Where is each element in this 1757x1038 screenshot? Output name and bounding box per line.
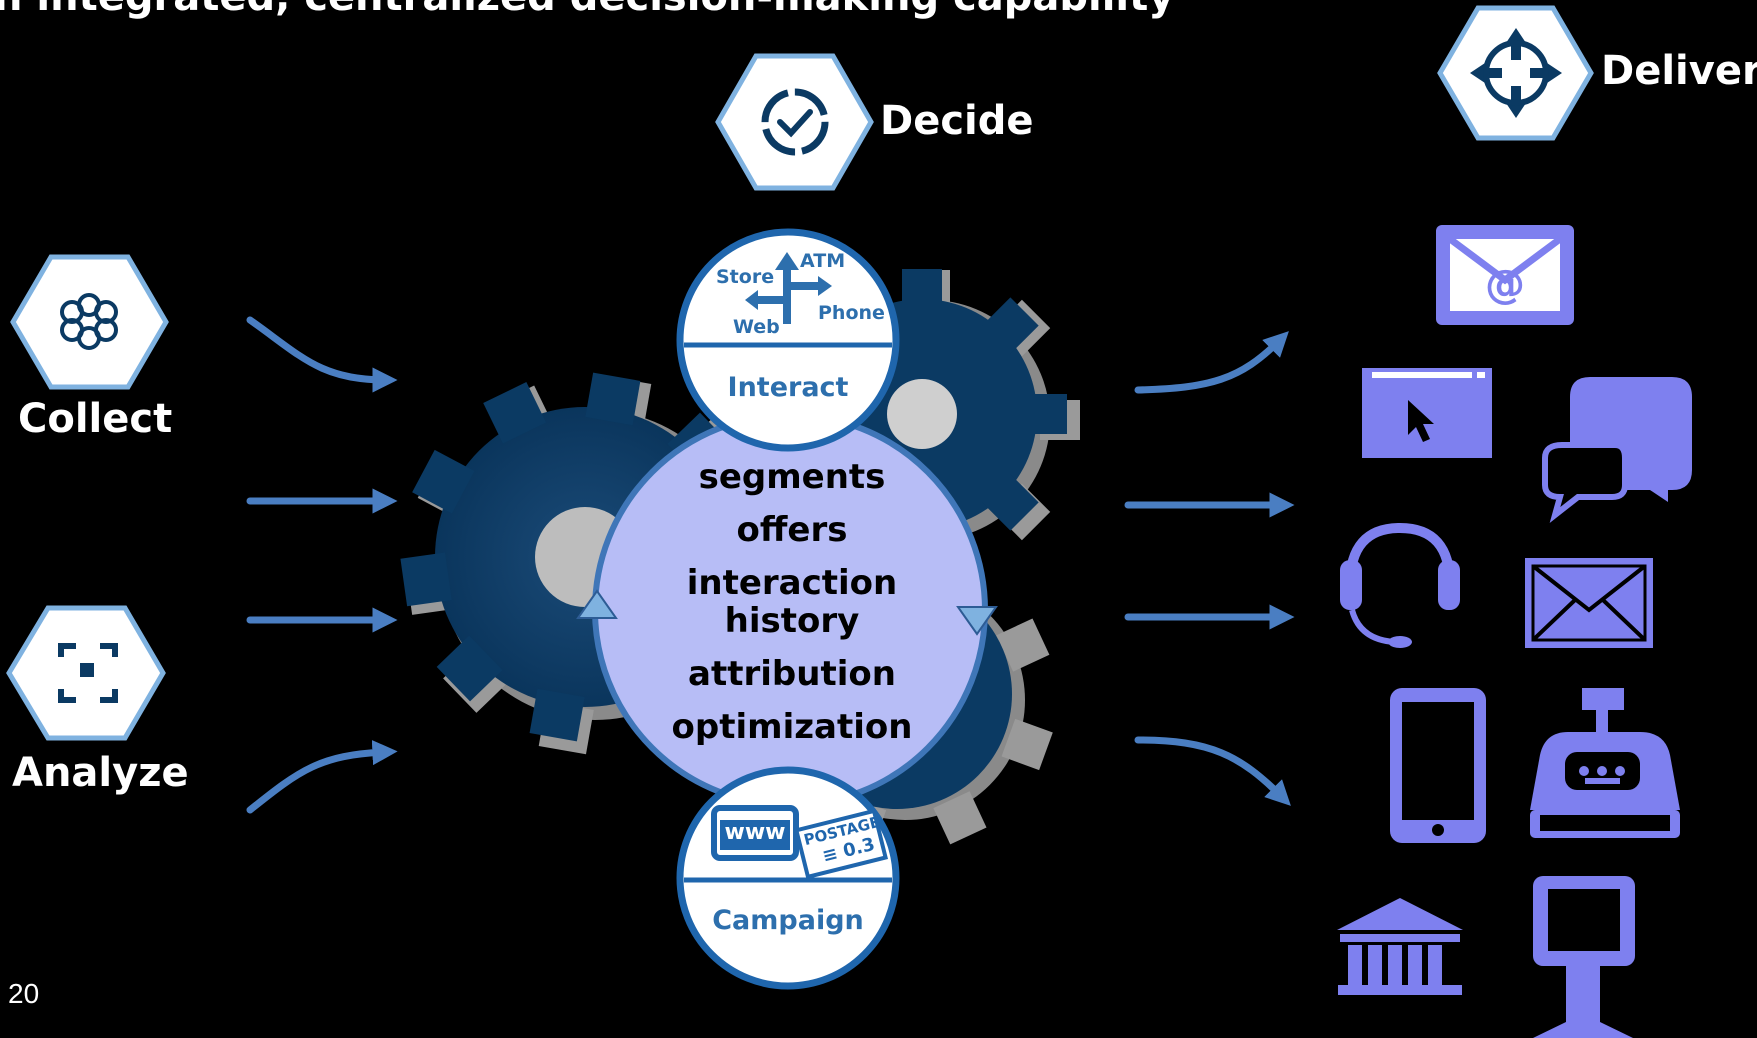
interact-channel-atm: ATM <box>800 250 846 272</box>
cycle-arrow-up-icon <box>576 589 618 619</box>
interact-badge <box>676 228 900 452</box>
center-item-history: history <box>724 601 860 641</box>
svg-text:@: @ <box>1485 262 1525 308</box>
bank-icon <box>1337 898 1463 995</box>
interact-label: Interact <box>727 372 849 403</box>
decide-label: Decide <box>880 98 1034 144</box>
output-arrow-4 <box>1134 736 1291 806</box>
decide-hexagon-icon <box>715 53 874 191</box>
center-item-offers: offers <box>736 510 848 550</box>
output-arrows <box>1124 331 1295 806</box>
kiosk-icon <box>1533 876 1635 1038</box>
mail-envelope-icon <box>1525 558 1653 648</box>
chat-icon <box>1542 377 1692 523</box>
deliver-label: Deliver <box>1601 48 1757 94</box>
analyze-hexagon-icon <box>6 605 166 741</box>
interact-channel-web: Web <box>733 316 780 338</box>
collect-hexagon-icon <box>10 254 169 390</box>
campaign-www: www <box>724 820 786 845</box>
cash-register-icon <box>1530 688 1680 838</box>
web-browser-icon <box>1362 368 1492 458</box>
input-arrow-4 <box>246 739 398 814</box>
postage-stamp-icon <box>793 808 889 880</box>
output-arrow-1 <box>1134 331 1289 394</box>
center-item-optimization: optimization <box>671 707 913 747</box>
input-arrows <box>246 316 398 814</box>
email-icon: @ <box>1436 225 1574 325</box>
deliver-hexagon-icon <box>1437 5 1594 141</box>
campaign-badge <box>676 766 900 990</box>
slide-title: n integrated, centralized decision-makin… <box>0 0 1174 20</box>
center-item-segments: segments <box>698 457 886 497</box>
collect-label: Collect <box>18 396 173 442</box>
headset-icon <box>1340 522 1460 648</box>
cycle-arrow-down-icon <box>956 606 998 636</box>
analyze-label: Analyze <box>12 750 189 796</box>
input-arrow-1 <box>246 316 398 393</box>
interact-channel-store: Store <box>716 266 775 288</box>
slide-number: 20 <box>8 978 40 1009</box>
channel-arrows-icon <box>745 252 832 324</box>
center-item-attribution: attribution <box>688 654 896 694</box>
center-item-interaction: interaction <box>686 563 898 603</box>
campaign-label: Campaign <box>712 905 864 936</box>
interact-channel-phone: Phone <box>818 302 885 324</box>
mobile-phone-icon <box>1390 688 1486 843</box>
